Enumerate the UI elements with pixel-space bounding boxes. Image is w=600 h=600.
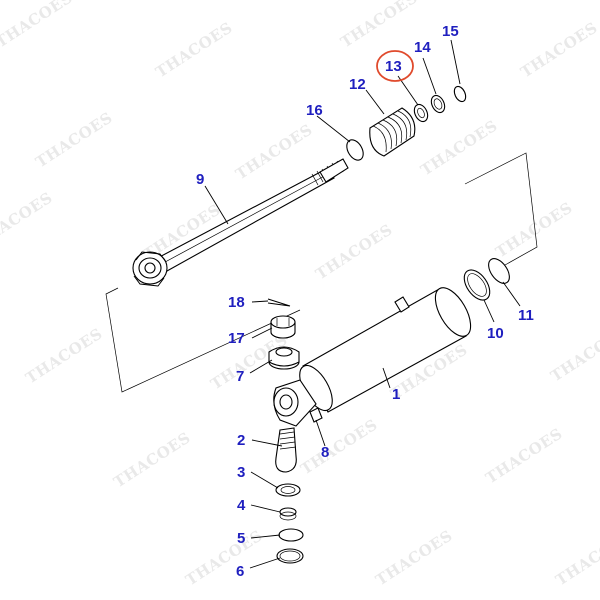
callout-labels: 1 2 3 4 5 6 7 8 9 10 11 12 13 14 15 16 1… xyxy=(196,23,534,580)
part-3-ring xyxy=(275,483,301,497)
callout-16[interactable]: 16 xyxy=(306,102,323,119)
watermark: THACOES xyxy=(297,415,380,478)
callout-11[interactable]: 11 xyxy=(518,307,534,324)
callout-6[interactable]: 6 xyxy=(236,563,244,580)
watermark: THACOES xyxy=(110,428,193,491)
callout-13[interactable]: 13 xyxy=(385,58,402,75)
watermark: THACOES xyxy=(232,120,315,183)
callout-8[interactable]: 8 xyxy=(321,444,329,461)
part-11-o-ring xyxy=(488,258,510,284)
callout-9[interactable]: 9 xyxy=(196,171,204,188)
part-12-dust-boot xyxy=(369,107,416,157)
part-18-cotter-pin xyxy=(267,298,291,307)
part-2-ball-stud xyxy=(275,427,297,473)
part-5-seat xyxy=(278,528,304,542)
callout-14[interactable]: 14 xyxy=(414,39,431,56)
part-10-seal xyxy=(463,269,491,301)
part-6-snap-ring xyxy=(276,548,304,564)
callout-2[interactable]: 2 xyxy=(237,432,245,449)
watermark: THACOES xyxy=(492,198,575,261)
part-14-ring xyxy=(430,94,446,114)
leader-lines xyxy=(204,39,521,569)
watermark: THACOES xyxy=(0,0,76,51)
callout-12[interactable]: 12 xyxy=(349,76,366,93)
watermark: THACOES xyxy=(0,188,56,251)
part-9-piston-rod xyxy=(132,158,349,287)
highlight-circle xyxy=(376,50,414,82)
callout-18[interactable]: 18 xyxy=(228,294,245,311)
watermark: THACOES xyxy=(517,18,600,81)
part-15-snap-ring xyxy=(453,85,467,103)
callout-5[interactable]: 5 xyxy=(237,530,245,547)
callout-4[interactable]: 4 xyxy=(237,497,246,514)
watermark: THACOES xyxy=(482,424,565,487)
part-16-o-ring xyxy=(346,139,364,161)
watermark: THACOES xyxy=(417,116,500,179)
watermark: THACOES xyxy=(552,526,600,589)
watermark: THACOES xyxy=(32,108,115,171)
part-7-ball-joint-boot xyxy=(268,346,300,370)
watermark: THACOES xyxy=(312,220,395,283)
callout-10[interactable]: 10 xyxy=(487,325,504,342)
watermark: THACOES xyxy=(337,0,420,51)
part-13-ring xyxy=(413,103,429,123)
part-17-castle-nut xyxy=(270,315,296,339)
watermark: THACOES xyxy=(22,324,105,387)
watermark: THACOES xyxy=(547,322,600,385)
part-8-grease-nipple xyxy=(309,407,323,423)
part-1-cylinder-tube xyxy=(273,287,472,427)
callout-15[interactable]: 15 xyxy=(442,23,459,40)
assembly-outline xyxy=(105,152,538,393)
part-4-spring xyxy=(279,507,297,521)
watermark: THACOES xyxy=(152,18,235,81)
watermark: THACOES xyxy=(182,526,265,589)
callout-1[interactable]: 1 xyxy=(392,386,400,403)
callout-17[interactable]: 17 xyxy=(228,330,245,347)
callout-7[interactable]: 7 xyxy=(236,368,244,385)
callout-3[interactable]: 3 xyxy=(237,464,245,481)
watermark: THACOES xyxy=(372,526,455,589)
